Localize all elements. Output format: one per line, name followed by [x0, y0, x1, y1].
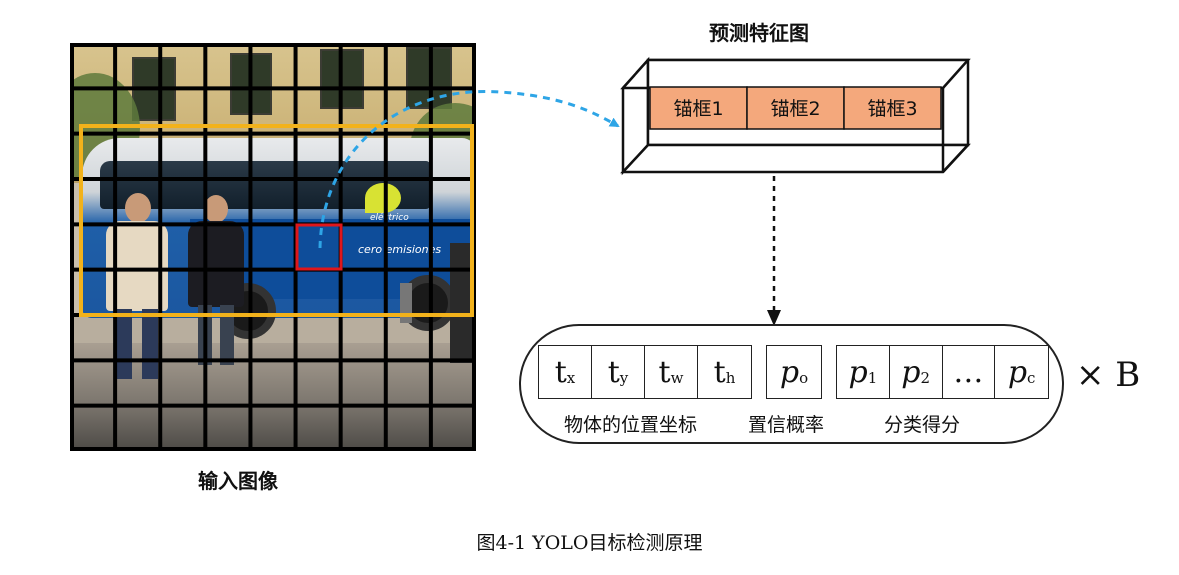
bus-brand-text: eléctrico: [370, 213, 409, 223]
vector-cell-symbol: t: [554, 354, 567, 390]
coords-label: 物体的位置坐标: [564, 414, 698, 436]
selected-grid-cell: [295, 223, 343, 271]
anchor-cells: 锚框1 锚框2 锚框3: [649, 86, 942, 130]
vector-cell-subscript: c: [1027, 369, 1036, 387]
feature-map-bottom-face: [620, 143, 971, 174]
leaf-logo: [365, 183, 401, 213]
bus-slogan-text: cero emisiones: [358, 243, 442, 256]
confidence-label: 置信概率: [748, 414, 825, 436]
anchor-box-cell: [843, 86, 942, 130]
vector-cell-symbol: p: [901, 354, 921, 390]
person-leg: [220, 305, 234, 365]
vector-cell-subscript: w: [670, 369, 684, 387]
anchor-box-label: 锚框2: [770, 98, 820, 120]
vector-cell-subscript: y: [619, 369, 629, 387]
feature-map-title: 预测特征图: [709, 21, 809, 45]
vector-cell-subscript: x: [566, 369, 576, 387]
vector-cell-symbol: t: [713, 354, 726, 390]
vector-cell-symbol: t: [658, 354, 671, 390]
vector-cell-symbol: p: [779, 354, 800, 390]
cell-to-feature-arrow: [318, 89, 620, 249]
person-coat: [188, 221, 244, 307]
vector-cell-subscript: o: [799, 369, 809, 387]
feature-map-edge: [942, 59, 969, 89]
vector-cell-subscript: 2: [920, 369, 930, 387]
ground-truth-bounding-box: [79, 124, 474, 317]
output-vector-container: [519, 324, 1064, 444]
class-scores-label: 分类得分: [884, 414, 961, 436]
vector-cell-symbol: p: [848, 354, 868, 390]
feature-map-edge: [942, 144, 969, 173]
grid-overlay: [70, 43, 476, 451]
vector-cell-symbol: t: [607, 354, 620, 390]
person-head: [125, 193, 151, 223]
vector-cell-symbol: p: [1007, 354, 1028, 390]
anchor-box-label: 锚框3: [867, 98, 917, 120]
vector-cell: …: [943, 346, 996, 398]
vector-cell-symbol: …: [953, 354, 984, 390]
anchor-box-cell: [746, 86, 845, 130]
anchor-multiplier: × B: [1076, 355, 1141, 395]
figure-caption: 图4-1 YOLO目标检测原理: [476, 532, 703, 554]
person-head: [204, 195, 228, 223]
vector-cell-subscript: h: [725, 369, 736, 387]
input-image-label: 输入图像: [198, 469, 278, 493]
anchor-box-label: 锚框1: [673, 98, 723, 120]
vector-cell-subscript: 1: [867, 369, 878, 387]
feature-to-output-arrowhead: [767, 310, 781, 326]
